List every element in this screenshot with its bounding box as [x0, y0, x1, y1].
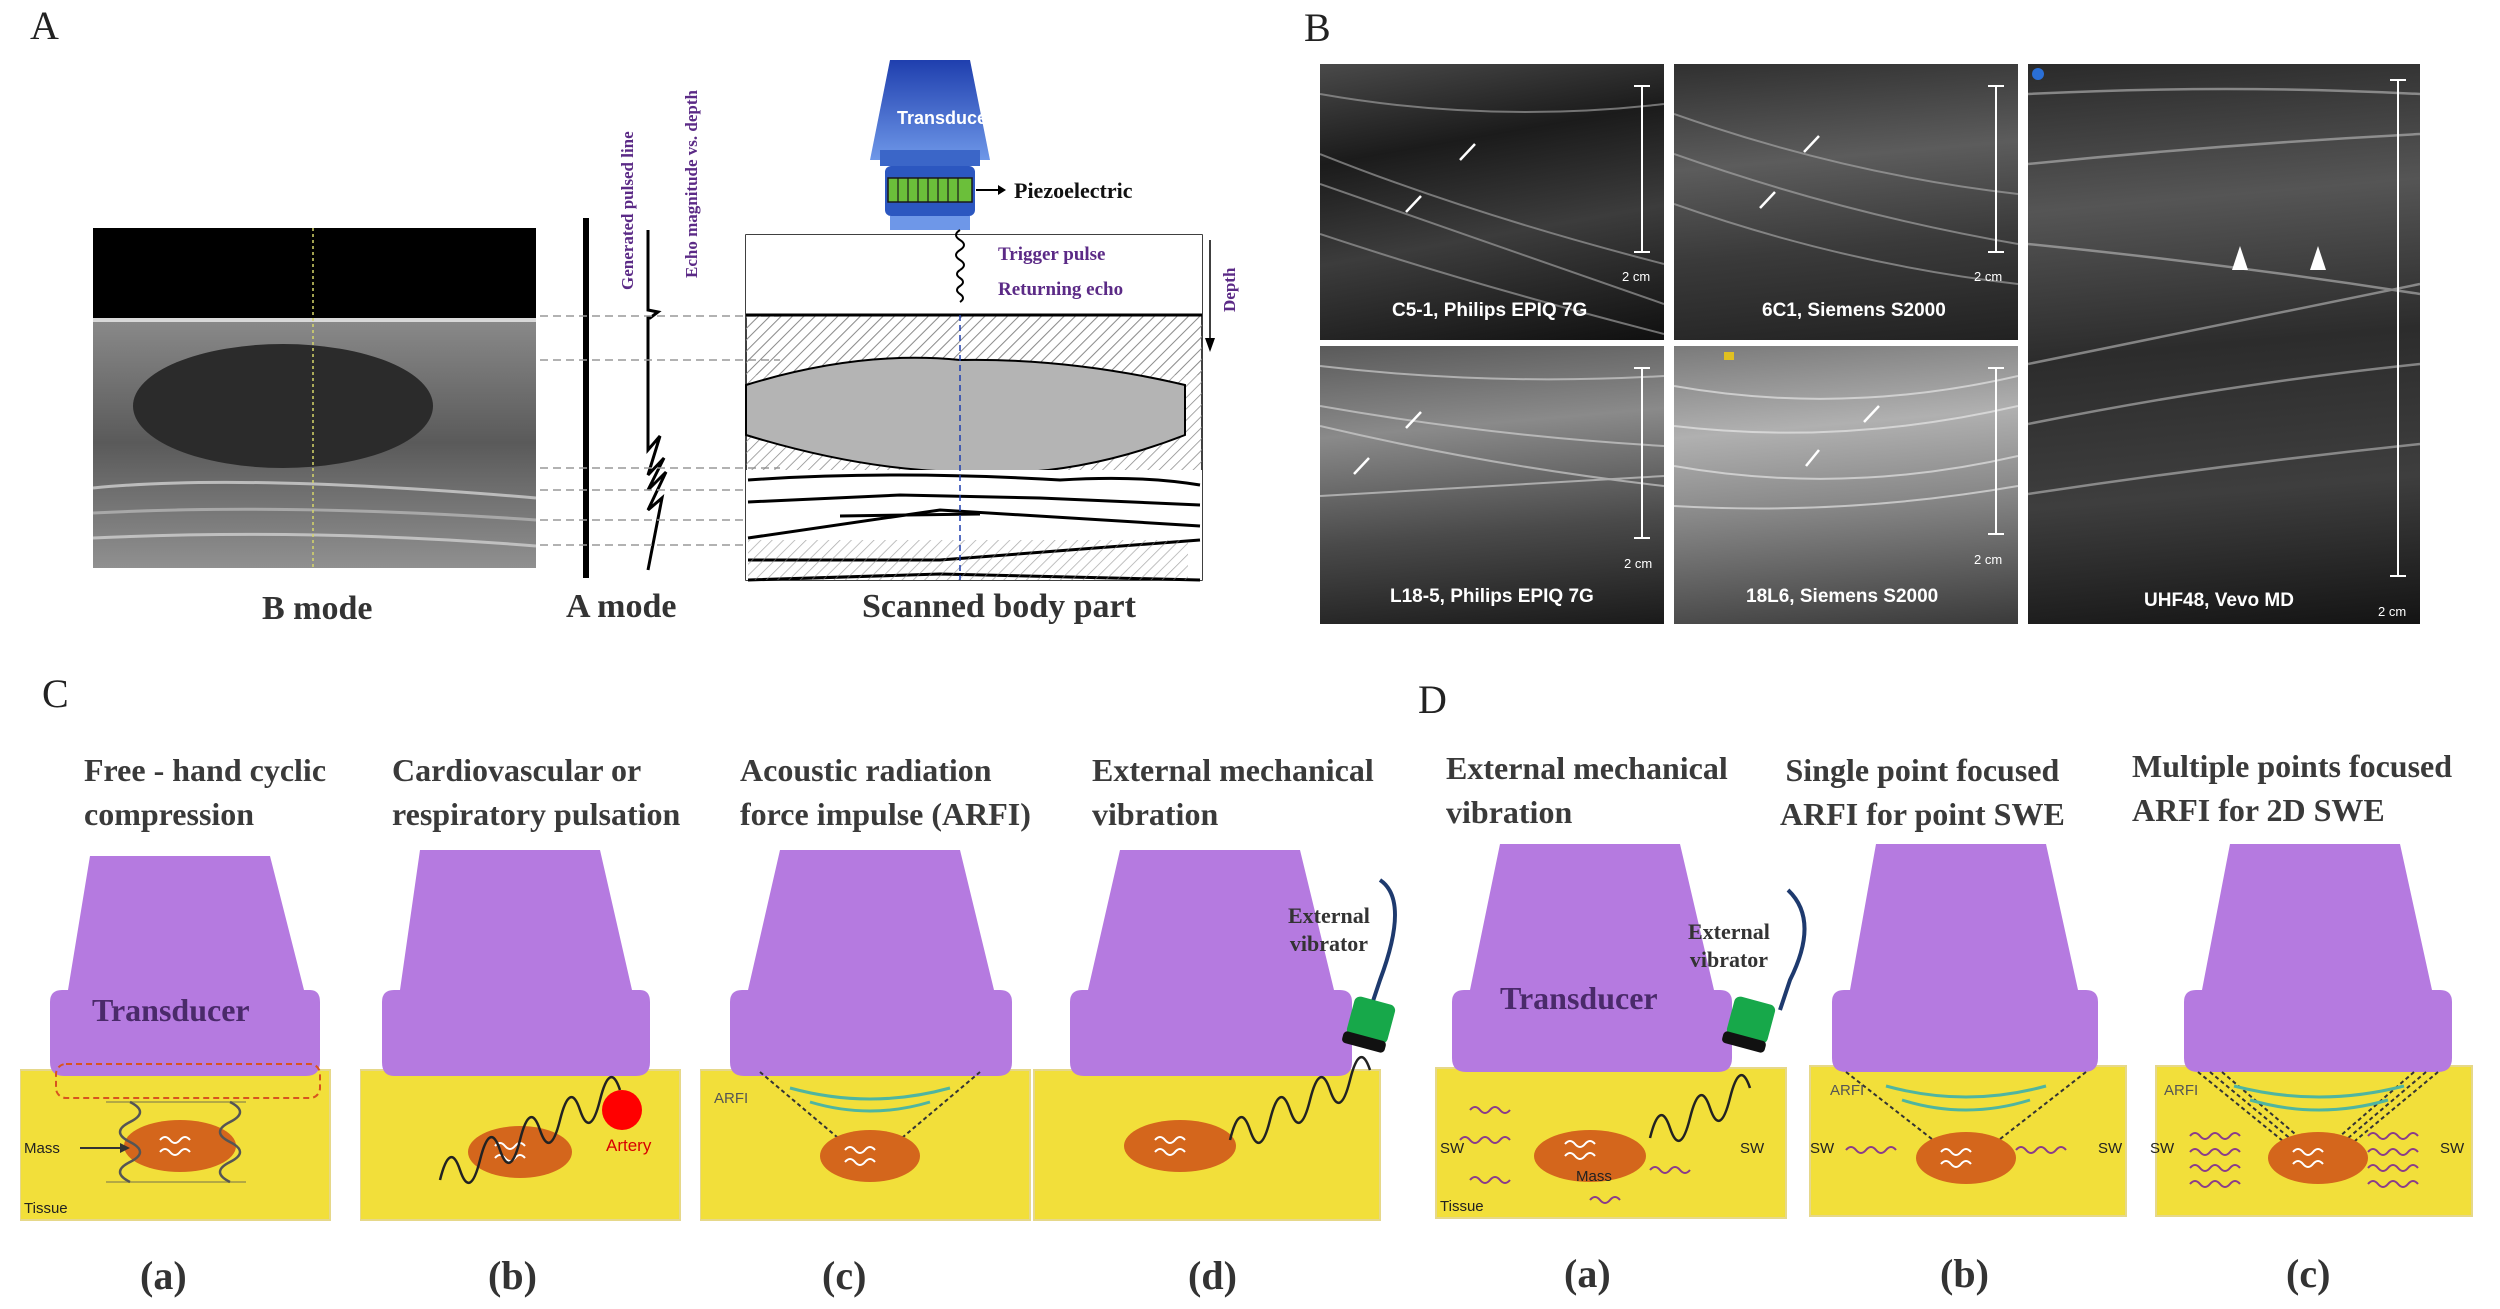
- c-b-heading-line1: Cardiovascular or: [392, 752, 642, 788]
- c-vibrator-label-line1: External: [1288, 903, 1370, 928]
- d-a-heading-line2: vibration: [1446, 794, 1573, 830]
- c-a-heading: Free - hand cyclic compression: [84, 748, 326, 836]
- d-c-heading-line1: Multiple points focused: [2132, 748, 2453, 784]
- d-vibrator-label-line1: External: [1688, 919, 1770, 944]
- c-arfi-label: ARFI: [714, 1090, 749, 1107]
- us-image-4: 2 cm 18L6, Siemens S2000: [1674, 346, 2018, 624]
- amode-label: A mode: [566, 588, 677, 625]
- d-label-b: (b): [1940, 1251, 1989, 1296]
- d-a-sw-left: SW: [1440, 1140, 1465, 1157]
- c-a-heading-line1: Free - hand cyclic: [84, 752, 327, 788]
- c-c-heading-line2: force impulse (ARFI): [740, 796, 1031, 832]
- c-label-d: (d): [1188, 1253, 1237, 1298]
- d-b-heading-line2: ARFI for point SWE: [1780, 796, 2065, 832]
- d-b-sw-right: SW: [2098, 1140, 2123, 1157]
- us-scale-3: 2 cm: [1624, 556, 1653, 571]
- us-scale-2: 2 cm: [1974, 269, 2003, 284]
- d-b-illustration: [1809, 844, 2127, 1217]
- c-b-heading: Cardiovascular or respiratory pulsation: [392, 748, 680, 836]
- d-b-heading-line1: Single point focused: [1785, 752, 2060, 788]
- us-scale-4: 2 cm: [1974, 552, 2003, 567]
- us-caption-5: UHF48, Vevo MD: [2144, 590, 2294, 611]
- us-caption-4: 18L6, Siemens S2000: [1746, 586, 1939, 607]
- panel-letter-c: C: [42, 671, 69, 716]
- bmode-image: [92, 228, 537, 568]
- c-label-c: (c): [822, 1253, 867, 1298]
- c-b-heading-line2: respiratory pulsation: [392, 796, 681, 832]
- us-caption-2: 6C1, Siemens S2000: [1762, 300, 1946, 321]
- c-label-b: (b): [488, 1253, 537, 1298]
- d-c-sw-left: SW: [2150, 1140, 2175, 1157]
- d-a-heading-line1: External mechanical: [1446, 750, 1728, 786]
- d-mass-label: Mass: [1576, 1168, 1612, 1185]
- echo-magnitude-label: Echo magnitude vs. depth: [682, 90, 701, 278]
- d-tissue-label: Tissue: [1440, 1198, 1484, 1215]
- d-c-heading-line2: ARFI for 2D SWE: [2132, 792, 2385, 828]
- c-d-heading-line2: vibration: [1092, 796, 1219, 832]
- trigger-pulse-label: Trigger pulse: [998, 244, 1106, 265]
- d-a-heading: External mechanical vibration: [1446, 746, 1728, 834]
- ultrasound-grid: 2 cm C5-1, Philips EPIQ 7G 2 cm 6C1, Sie…: [1318, 62, 2422, 626]
- us-image-2: 2 cm 6C1, Siemens S2000: [1674, 64, 2018, 340]
- d-vibrator-label-line2: vibrator: [1689, 947, 1769, 972]
- d-c-sw-right: SW: [2440, 1140, 2465, 1157]
- panel-letter-b: B: [1304, 5, 1331, 50]
- c-a-heading-line2: compression: [84, 796, 255, 832]
- bmode-label: B mode: [262, 590, 373, 627]
- c-c-heading: Acoustic radiation force impulse (ARFI): [740, 748, 1031, 836]
- d-a-sw-right: SW: [1740, 1140, 1765, 1157]
- us-caption-1: C5-1, Philips EPIQ 7G: [1392, 300, 1588, 321]
- depth-label: Depth: [1220, 267, 1239, 312]
- d-a-illustration: [1435, 844, 1807, 1219]
- panel-letter-d: D: [1418, 677, 1447, 722]
- c-c-illustration: [700, 850, 1031, 1221]
- returning-echo-label: Returning echo: [998, 279, 1124, 300]
- c-d-heading-line1: External mechanical: [1092, 752, 1374, 788]
- c-vibrator-label-line2: vibrator: [1289, 931, 1369, 956]
- c-vibrator-label: External vibrator: [1288, 902, 1370, 958]
- scanned-body-label: Scanned body part: [862, 588, 1136, 625]
- us-caption-3: L18-5, Philips EPIQ 7G: [1390, 586, 1594, 607]
- us-scale-5: 2 cm: [2378, 604, 2407, 619]
- scanned-body-diagram: [745, 60, 1215, 582]
- c-d-illustration: [1033, 850, 1397, 1221]
- us-image-3: 2 cm L18-5, Philips EPIQ 7G: [1320, 346, 1664, 624]
- piezoelectric-label: Piezoelectric: [1014, 178, 1133, 203]
- d-vibrator-label: External vibrator: [1688, 918, 1770, 974]
- d-b-arfi-label: ARFI: [1830, 1082, 1865, 1099]
- d-c-heading: Multiple points focused ARFI for 2D SWE: [2132, 744, 2452, 832]
- d-b-heading: Single point focused ARFI for point SWE: [1780, 748, 2065, 836]
- c-tissue-label: Tissue: [24, 1200, 68, 1217]
- d-label-a: (a): [1564, 1251, 1611, 1296]
- d-b-sw-left: SW: [1810, 1140, 1835, 1157]
- d-transducer-label: Transducer: [1500, 980, 1658, 1016]
- d-c-illustration: [2155, 844, 2473, 1217]
- d-c-arfi-label: ARFI: [2164, 1082, 2199, 1099]
- panel-letter-a: A: [30, 3, 59, 48]
- us-image-1: 2 cm C5-1, Philips EPIQ 7G: [1320, 64, 1664, 340]
- c-a-illustration: [20, 856, 331, 1221]
- amode-graph: [540, 218, 780, 578]
- us-image-5: 2 cm UHF48, Vevo MD: [2028, 64, 2420, 624]
- c-mass-label: Mass: [24, 1140, 60, 1157]
- d-label-c: (c): [2286, 1251, 2331, 1296]
- c-artery-label: Artery: [606, 1136, 652, 1155]
- c-b-illustration: [360, 850, 681, 1221]
- c-c-heading-line1: Acoustic radiation: [740, 752, 992, 788]
- c-transducer-label: Transducer: [92, 992, 250, 1028]
- c-d-heading: External mechanical vibration: [1092, 748, 1374, 836]
- pulsed-line-label: Generated pulsed line: [618, 131, 637, 290]
- transducer-label-a: Transducer: [897, 108, 995, 128]
- us-scale-1: 2 cm: [1622, 269, 1651, 284]
- c-label-a: (a): [140, 1253, 187, 1298]
